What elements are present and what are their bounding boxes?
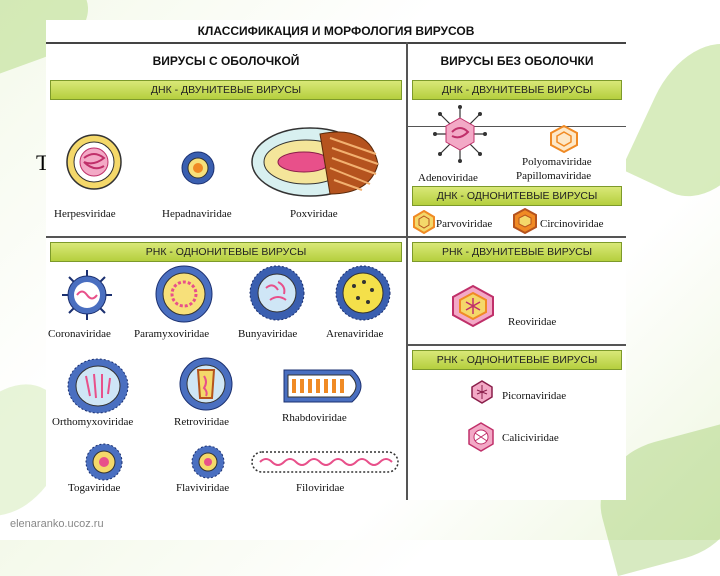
- label-coronaviridae: Coronaviridae: [48, 328, 111, 340]
- label-circinoviridae: Circinoviridae: [540, 218, 604, 230]
- decor-leaf: [621, 24, 720, 216]
- band-rna-ss-enveloped: РНК - ОДНОНИТЕВЫЕ ВИРУСЫ: [50, 242, 402, 262]
- label-reoviridae: Reoviridae: [508, 316, 557, 328]
- classification-panel: КЛАССИФИКАЦИЯ И МОРФОЛОГИЯ ВИРУСОВ ВИРУС…: [46, 20, 626, 500]
- label-retroviridae: Retroviridae: [174, 416, 229, 428]
- band-rna-ss-naked: РНК - ОДНОНИТЕВЫЕ ВИРУСЫ: [412, 350, 622, 370]
- label-bunyaviridae: Bunyaviridae: [238, 328, 298, 340]
- reoviridae-illustration: [452, 284, 494, 328]
- bunyaviridae-illustration: [249, 265, 305, 321]
- band-dna-ds-naked: ДНК - ДВУНИТЕВЫЕ ВИРУСЫ: [412, 80, 622, 100]
- non-enveloped-heading: ВИРУСЫ БЕЗ ОБОЛОЧКИ: [440, 54, 594, 68]
- row-divider: [46, 236, 626, 238]
- label-arenaviridae: Arenaviridae: [326, 328, 384, 340]
- label-orthomyxoviridae: Orthomyxoviridae: [52, 416, 134, 428]
- coronaviridae-illustration: [62, 270, 112, 320]
- paramyxoviridae-illustration: [155, 265, 213, 323]
- label-polyomaviridae: Polyomaviridae: [522, 156, 592, 168]
- rhabdoviridae-illustration: [283, 369, 362, 403]
- band-dna-ds-enveloped: ДНК - ДВУНИТЕВЫЕ ВИРУСЫ: [50, 80, 402, 100]
- picornaviridae-illustration: [471, 380, 493, 404]
- stray-glyph: T: [36, 150, 50, 175]
- enveloped-heading: ВИРУСЫ С ОБОЛОЧКОЙ: [152, 54, 300, 68]
- adenoviridae-illustration: [433, 105, 487, 163]
- row-divider: [408, 126, 626, 127]
- poxviridae-illustration: [251, 127, 379, 197]
- label-papillomaviridae: Papillomaviridae: [516, 170, 592, 182]
- caliciviridae-illustration: [468, 422, 494, 452]
- circinoviridae-illustration: [513, 208, 537, 234]
- label-togaviridae: Togaviridae: [68, 482, 121, 494]
- label-poxviridae: Poxviridae: [290, 208, 338, 220]
- herpesviridae-illustration: [66, 134, 122, 190]
- label-filoviridae: Filoviridae: [296, 482, 345, 494]
- retroviridae-illustration: [179, 357, 233, 411]
- flaviviridae-illustration: [191, 445, 225, 479]
- togaviridae-illustration: [85, 443, 123, 481]
- label-adenoviridae: Adenoviridae: [418, 172, 478, 184]
- label-hepadnaviridae: Hepadnaviridae: [162, 208, 232, 220]
- filoviridae-illustration: [251, 451, 399, 473]
- label-paramyxoviridae: Paramyxoviridae: [134, 328, 210, 340]
- parvoviridae-illustration: [413, 210, 435, 234]
- column-divider: [406, 42, 408, 500]
- polyomaviridae-illustration: [550, 124, 578, 154]
- arenaviridae-illustration: [335, 265, 391, 321]
- label-flaviviridae: Flaviviridae: [176, 482, 230, 494]
- site-credit: elenaranko.ucoz.ru: [10, 518, 104, 530]
- band-rna-ds-naked: РНК - ДВУНИТЕВЫЕ ВИРУСЫ: [412, 242, 622, 262]
- page-title: КЛАССИФИКАЦИЯ И МОРФОЛОГИЯ ВИРУСОВ: [46, 20, 626, 44]
- band-dna-ss-naked: ДНК - ОДНОНИТЕВЫЕ ВИРУСЫ: [412, 186, 622, 206]
- label-caliciviridae: Caliciviridae: [502, 432, 559, 444]
- label-rhabdoviridae: Rhabdoviridae: [282, 412, 347, 424]
- label-picornaviridae: Picornaviridae: [502, 390, 567, 402]
- label-herpesviridae: Herpesviridae: [54, 208, 116, 220]
- label-parvoviridae: Parvoviridae: [436, 218, 493, 230]
- orthomyxoviridae-illustration: [67, 358, 129, 414]
- hepadnaviridae-illustration: [181, 151, 215, 185]
- row-divider: [408, 344, 626, 346]
